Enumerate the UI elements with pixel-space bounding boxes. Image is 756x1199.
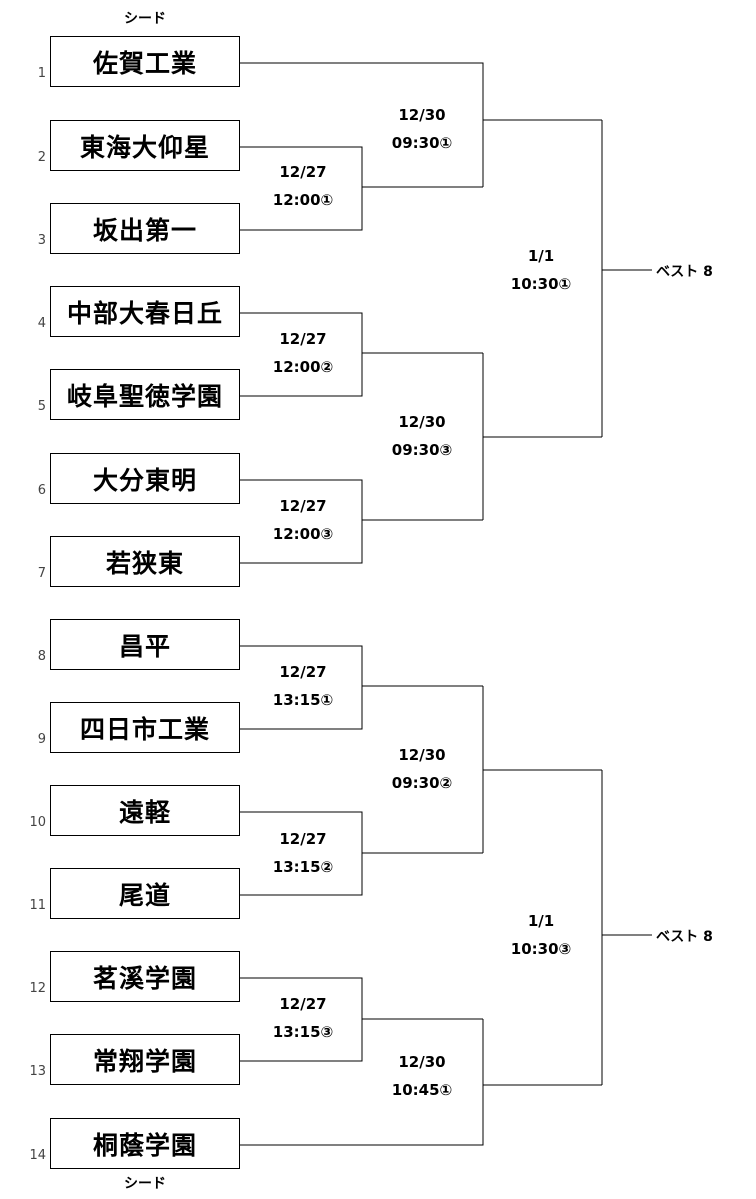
match-label-r2-3: 12/30 09:30②	[367, 741, 477, 797]
seed-number: 1	[37, 66, 46, 81]
result-label-bottom: ベスト 8	[656, 929, 713, 945]
team-name: 岐阜聖徳学園	[66, 381, 223, 411]
match-label-r1-5: 12/27 13:15②	[248, 825, 358, 881]
match-time: 10:30①	[510, 275, 572, 293]
team-name: 昌平	[118, 631, 171, 661]
seed-number: 12	[29, 981, 46, 996]
seed-number: 9	[37, 732, 46, 747]
team-name: 常翔学園	[92, 1046, 197, 1076]
match-date: 12/27	[279, 330, 327, 348]
bracket-line-r3-m2	[601, 770, 652, 1085]
team-name: 佐賀工業	[92, 48, 197, 78]
match-time: 10:30③	[510, 940, 572, 958]
team-box-14: 桐蔭学園	[50, 1118, 240, 1169]
bracket-line-r1-m4	[240, 645, 483, 730]
team-name: 遠軽	[118, 797, 171, 827]
seed-number: 2	[37, 150, 46, 165]
match-date: 12/27	[279, 830, 327, 848]
match-date: 12/30	[398, 413, 446, 431]
seed-label-top: シード	[124, 11, 166, 27]
team-name: 若狭東	[105, 548, 184, 578]
team-name: 坂出第一	[92, 215, 197, 245]
seed-number: 3	[37, 233, 46, 248]
team-box-6: 大分東明	[50, 453, 240, 504]
match-label-r1-4: 12/27 13:15①	[248, 658, 358, 714]
match-date: 12/30	[398, 106, 446, 124]
seed-number: 13	[29, 1064, 46, 1079]
seed-label-bottom: シード	[124, 1176, 166, 1192]
bracket-line-r1-m5	[240, 811, 483, 896]
team-name: 東海大仰星	[79, 132, 210, 162]
team-name: 中部大春日丘	[66, 298, 223, 328]
match-time: 09:30②	[391, 774, 453, 792]
match-time: 09:30①	[391, 134, 453, 152]
team-name: 桐蔭学園	[92, 1130, 197, 1160]
bracket-line-r1-m1	[240, 146, 483, 231]
match-date: 12/27	[279, 995, 327, 1013]
bracket-line-r2-m4	[240, 1019, 602, 1146]
match-time: 12:00③	[272, 525, 334, 543]
seed-number: 5	[37, 399, 46, 414]
bracket-line-r2-m2	[482, 353, 602, 520]
bracket-line-r1-m6	[240, 977, 483, 1062]
match-time: 13:15③	[272, 1023, 334, 1041]
bracket-line-r1-m2	[240, 312, 483, 397]
match-label-r1-6: 12/27 13:15③	[248, 990, 358, 1046]
bracket-line-r2-m1	[240, 62, 602, 187]
team-name: 茗溪学園	[92, 963, 197, 993]
team-box-10: 遠軽	[50, 785, 240, 836]
team-box-5: 岐阜聖徳学園	[50, 369, 240, 420]
match-time: 13:15①	[272, 691, 334, 709]
match-time: 10:45①	[391, 1081, 453, 1099]
match-label-r1-3: 12/27 12:00③	[248, 492, 358, 548]
seed-number: 10	[29, 815, 46, 830]
match-date: 12/27	[279, 163, 327, 181]
match-label-r3-1: 1/1 10:30①	[486, 242, 596, 298]
seed-number: 8	[37, 649, 46, 664]
match-date: 12/30	[398, 746, 446, 764]
match-date: 12/27	[279, 497, 327, 515]
bracket-line-r1-m3	[240, 479, 483, 564]
team-name: 尾道	[118, 880, 171, 910]
seed-number: 7	[37, 566, 46, 581]
match-date: 1/1	[527, 912, 555, 930]
result-label-top: ベスト 8	[656, 264, 713, 280]
team-box-13: 常翔学園	[50, 1034, 240, 1085]
match-date: 1/1	[527, 247, 555, 265]
team-box-1: 佐賀工業	[50, 36, 240, 87]
seed-number: 6	[37, 483, 46, 498]
team-box-12: 茗溪学園	[50, 951, 240, 1002]
match-time: 12:00①	[272, 191, 334, 209]
match-label-r1-2: 12/27 12:00②	[248, 325, 358, 381]
bracket-line-r2-m3	[482, 686, 602, 853]
match-label-r2-1: 12/30 09:30①	[367, 101, 477, 157]
match-label-r1-1: 12/27 12:00①	[248, 158, 358, 214]
team-name: 四日市工業	[79, 714, 210, 744]
match-date: 12/30	[398, 1053, 446, 1071]
team-name: 大分東明	[92, 465, 197, 495]
seed-number: 4	[37, 316, 46, 331]
team-box-2: 東海大仰星	[50, 120, 240, 171]
match-label-r3-2: 1/1 10:30③	[486, 907, 596, 963]
seed-number: 11	[29, 898, 46, 913]
team-box-7: 若狭東	[50, 536, 240, 587]
team-box-3: 坂出第一	[50, 203, 240, 254]
match-time: 12:00②	[272, 358, 334, 376]
team-box-9: 四日市工業	[50, 702, 240, 753]
match-time: 13:15②	[272, 858, 334, 876]
team-box-11: 尾道	[50, 868, 240, 919]
match-date: 12/27	[279, 663, 327, 681]
match-time: 09:30③	[391, 441, 453, 459]
match-label-r2-2: 12/30 09:30③	[367, 408, 477, 464]
match-label-r2-4: 12/30 10:45①	[367, 1048, 477, 1104]
seed-number: 14	[29, 1148, 46, 1163]
bracket-line-r3-m1	[601, 120, 652, 437]
team-box-8: 昌平	[50, 619, 240, 670]
team-box-4: 中部大春日丘	[50, 286, 240, 337]
